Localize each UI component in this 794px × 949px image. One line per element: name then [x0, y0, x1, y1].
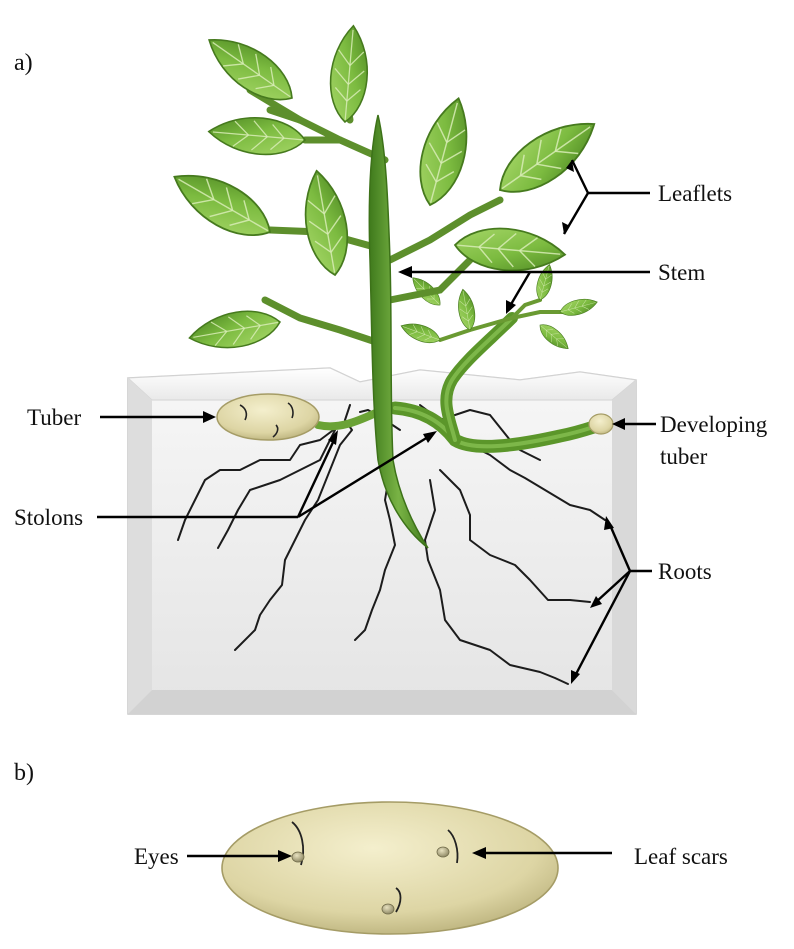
label-developing-tuber-line2: tuber [660, 444, 708, 469]
panel-label-b: b) [14, 760, 34, 786]
eye-1 [292, 852, 304, 862]
tuber-detail-b [222, 802, 558, 934]
label-leaf-scars: Leaf scars [634, 844, 728, 869]
young-shoot-leaves [398, 263, 599, 354]
developing-tuber [589, 414, 613, 434]
panel-label-a: a) [14, 50, 33, 76]
label-eyes: Eyes [134, 844, 179, 869]
eye-2 [437, 847, 449, 857]
eye-3 [382, 904, 394, 914]
label-stem: Stem [658, 260, 705, 285]
tuber-a [217, 394, 319, 440]
label-stolons: Stolons [14, 505, 83, 530]
label-roots: Roots [658, 559, 712, 584]
label-developing-tuber-line1: Developing [660, 412, 768, 437]
label-leaflets: Leaflets [658, 181, 732, 206]
label-tuber: Tuber [27, 405, 81, 430]
